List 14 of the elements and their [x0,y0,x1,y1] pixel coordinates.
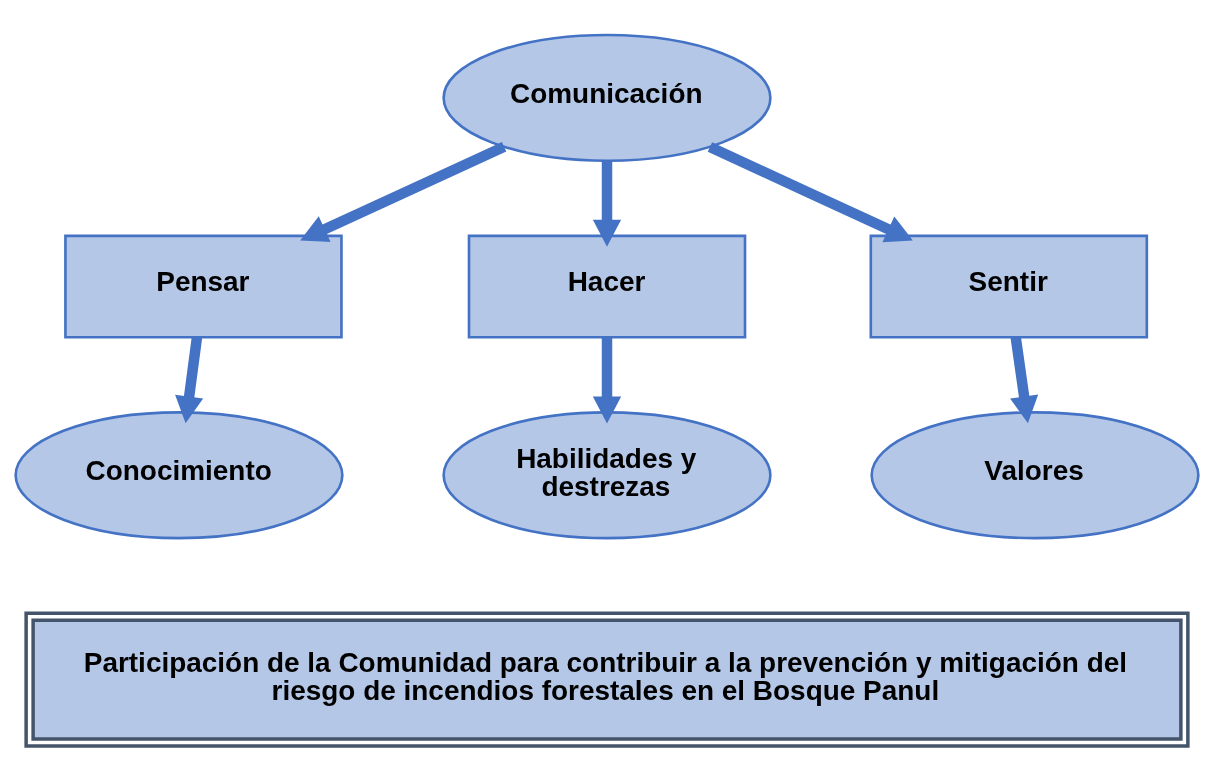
node-box: Sentir [869,234,1149,339]
node-ellipse: Valores [870,410,1200,539]
arrow [592,336,622,423]
node-ellipse: Comunicación [442,33,772,162]
node-box: Pensar [64,234,343,339]
arrow [592,160,622,247]
node-ellipse: Conocimiento [14,410,344,539]
arrow [300,141,507,242]
arrow [175,336,204,423]
arrow [1010,336,1039,423]
node-box: Hacer [467,234,747,339]
arrow [707,141,913,242]
node-ellipse: Habilidades y destrezas [442,410,772,539]
node-box: Participación de la Comunidad para contribuir a la prevención y mitigación del riesgo de incendios forestales en el Bosque Panul [24,611,1190,748]
